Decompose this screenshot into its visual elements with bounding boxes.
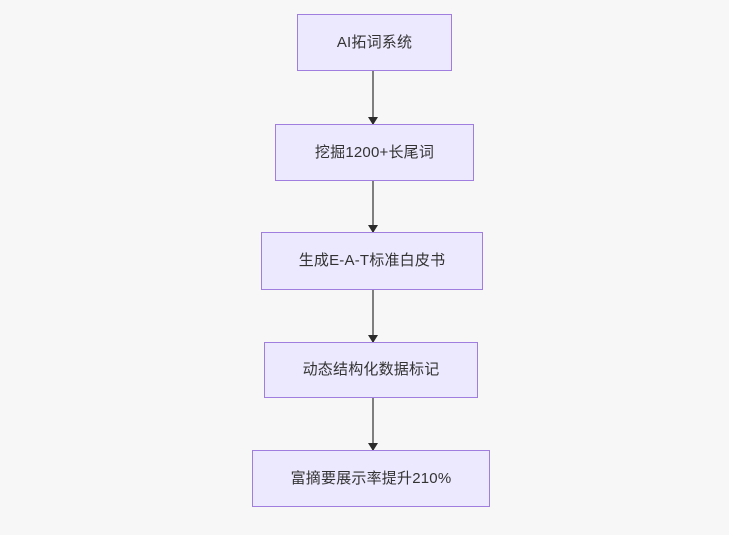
flow-node-label: 动态结构化数据标记 [302, 361, 440, 378]
flow-node-mine-longtail-keywords[interactable]: 挖掘1200+长尾词 [275, 124, 474, 181]
flow-node-generate-eat-whitepaper[interactable]: 生成E-A-T标准白皮书 [261, 232, 483, 290]
edge-line [372, 181, 374, 232]
flow-node-label: AI拓词系统 [336, 33, 413, 51]
flow-node-label: 富摘要展示率提升210% [290, 469, 452, 487]
flow-node-label: 挖掘1200+长尾词 [314, 143, 435, 161]
edge-line [372, 290, 374, 342]
flow-node-ai-keyword-system[interactable]: AI拓词系统 [297, 14, 452, 71]
flow-node-rich-snippet-impression-lift[interactable]: 富摘要展示率提升210% [252, 450, 490, 507]
edge-line [372, 398, 374, 450]
edge-line [372, 71, 374, 124]
flow-node-label: 生成E-A-T标准白皮书 [298, 252, 446, 269]
flow-node-dynamic-structured-data-markup[interactable]: 动态结构化数据标记 [264, 342, 478, 398]
